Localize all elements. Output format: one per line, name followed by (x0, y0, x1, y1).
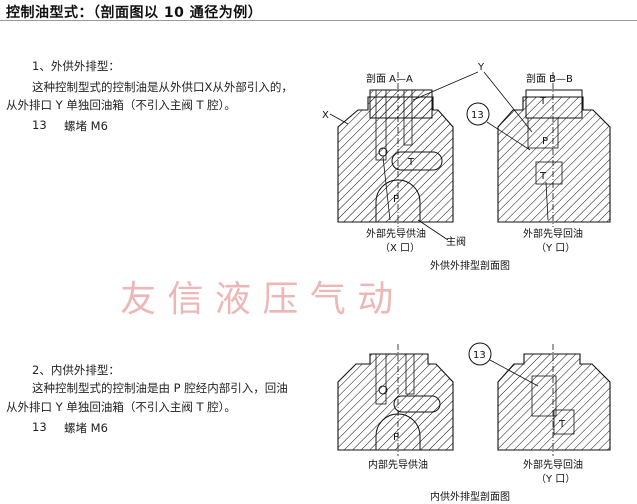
left-supply-leader (382, 156, 391, 221)
section1-part-no: 13 (32, 118, 47, 132)
callout-13-circle-2 (468, 342, 492, 366)
left-t-chamber-2 (393, 395, 441, 413)
caption-right-port-2: （Y 口） (536, 473, 575, 485)
callout-13-label-2: 13 (473, 350, 486, 361)
caption-main: 主阀 (446, 235, 466, 248)
right-valve-body-2 (497, 353, 611, 451)
caption-left: 外部先导供油 (366, 227, 426, 240)
left-channel-y (403, 89, 413, 146)
x-port-label: X (322, 110, 329, 121)
right-t-label-2: T (558, 419, 566, 430)
caption-left-port: （X 口） (380, 242, 420, 254)
left-internal-channel (375, 353, 387, 405)
section-aa-label: 剖面 A—A (366, 72, 413, 85)
main-leader (417, 219, 449, 241)
caption-left-2: 内部先导供油 (368, 458, 428, 471)
caption-right: 外部先导回油 (523, 227, 583, 240)
callout-13-leader (486, 121, 531, 151)
watermark-logo: 友 信 液 压 气 动 (120, 279, 394, 320)
page-title: 控制油型式：（剖面图以 10 通径为例） (6, 5, 263, 21)
callout-13-circle (466, 102, 490, 126)
left-t-chamber (391, 151, 443, 171)
section1-line2: 从外排口 Y 单独回油箱（不引入主阀 T 腔）。 (6, 98, 236, 112)
figure1-title: 外供外排型剖面图 (430, 259, 510, 272)
title-divider (0, 20, 637, 21)
left-check-ball-2 (378, 385, 388, 395)
section1-heading: 1、外供外排型： (32, 59, 120, 73)
right-t-top-label: T (539, 96, 547, 107)
section2-part-no: 13 (32, 420, 47, 434)
right-cavity-2 (531, 375, 557, 417)
left-t-label: T (407, 157, 415, 168)
right-t-label: T (539, 171, 547, 182)
y-leader-left (412, 71, 479, 101)
diagram-internal-supply-external-drain: P T 13 内部先导供油 外部先导回油 （Y 口） 内供外排型剖面图 (337, 342, 611, 503)
left-drain-channel (405, 353, 415, 395)
right-cavity (527, 117, 559, 149)
section2-part-name: 螺堵 M6 (64, 421, 108, 435)
section1-part-name: 螺堵 M6 (64, 119, 108, 133)
right-valve-body (497, 96, 611, 223)
y-leader-right (483, 71, 533, 133)
right-p-label: P (542, 136, 548, 147)
caption-right-2: 外部先导回油 (523, 458, 583, 471)
right-t-chamber-2 (553, 409, 575, 435)
section2-line2: 从外排口 Y 单独回油箱（不引入主阀 T 腔）。 (6, 400, 236, 414)
left-check-ball (378, 147, 388, 157)
left-pilot-hatch (369, 89, 433, 119)
left-p-label-2: P (393, 432, 399, 443)
left-p-label: P (393, 194, 399, 205)
callout-13-label: 13 (471, 110, 484, 121)
section2-heading: 2、内供外排型： (32, 363, 120, 377)
diagram-external-supply-external-drain: T P 剖面 A—A X T P T 剖面 B—B Y 13 外部先导供油 （X… (322, 62, 611, 272)
section2-line1: 这种控制型式的控制油是由 P 腔经内部引入，回油 (32, 381, 288, 395)
left-p-chamber-2 (375, 413, 421, 451)
left-p-chamber (375, 179, 421, 223)
left-channel-x (375, 89, 387, 161)
section-bb-label: 剖面 B—B (526, 72, 573, 85)
right-drain-leader (545, 181, 549, 221)
y-port-label: Y (477, 62, 485, 73)
x-leader (329, 113, 349, 125)
caption-right-port: （Y 口） (536, 242, 575, 254)
callout-13-leader-2 (489, 359, 539, 387)
section1-line1: 这种控制型式的控制油是从外供口X从外部引入的， (32, 80, 293, 94)
right-t-chamber (535, 161, 563, 185)
figure2-title: 内供外排型剖面图 (430, 490, 510, 503)
